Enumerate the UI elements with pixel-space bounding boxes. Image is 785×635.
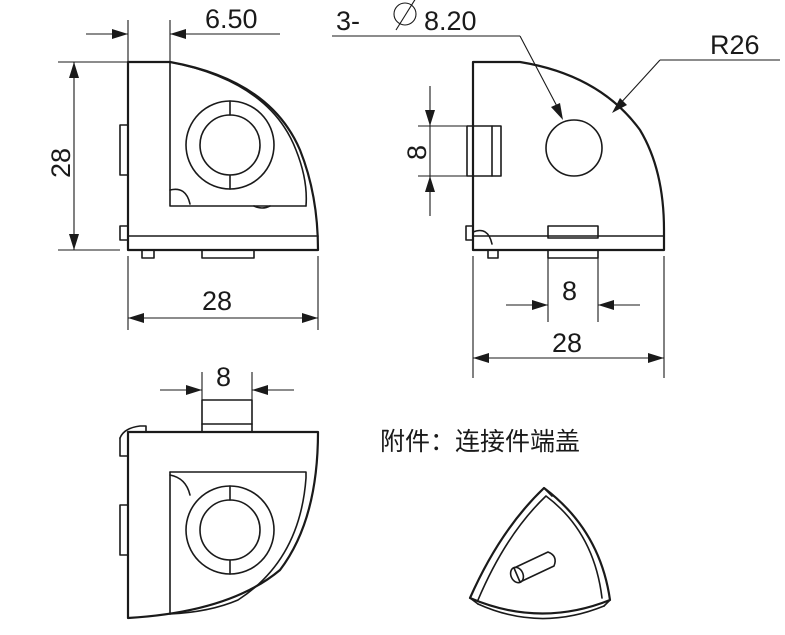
radius-label: R26 xyxy=(710,30,760,60)
dimension-right-28-horizontal: 28 xyxy=(472,256,665,378)
dimension-left-28-vertical: 28 xyxy=(46,61,128,251)
hole-count-label: 3- xyxy=(336,6,360,36)
dim-label-bottom-8: 8 xyxy=(216,362,231,392)
dimension-radius: R26 xyxy=(612,30,780,113)
dimension-bottom-8: 8 xyxy=(160,362,294,400)
dim-label-right-28: 28 xyxy=(552,328,582,358)
accessory-note: 附件：连接件端盖 xyxy=(380,427,580,456)
diameter-symbol-icon xyxy=(393,0,417,31)
dim-label-right-8-h: 8 xyxy=(562,276,577,306)
hole-diameter-label: 8.20 xyxy=(424,6,477,36)
dim-label-right-8-v: 8 xyxy=(402,145,432,160)
dimension-left-28-horizontal: 28 xyxy=(127,256,319,330)
dimension-right-8-vertical: 8 xyxy=(402,86,467,216)
dim-label-left-28-h: 28 xyxy=(202,286,232,316)
view-top-right xyxy=(465,60,666,259)
pin-icon xyxy=(509,551,556,584)
dimension-hole-callout: 3- 8.20 xyxy=(332,0,563,120)
pictorial-end-cap xyxy=(468,486,612,620)
view-top-left xyxy=(119,60,320,259)
view-bottom-left xyxy=(119,399,320,620)
dimension-6-50: 6.50 xyxy=(86,4,280,62)
dim-label-6-50: 6.50 xyxy=(205,4,258,34)
dim-label-left-28: 28 xyxy=(46,148,76,178)
dimension-right-8-horizontal: 8 xyxy=(506,258,640,322)
